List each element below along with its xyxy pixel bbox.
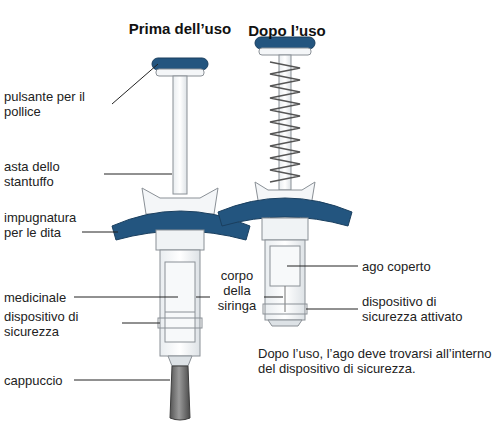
leader-lines bbox=[74, 64, 358, 380]
heading: Prima dell’uso bbox=[120, 20, 240, 37]
heading: Dopo l’uso bbox=[232, 22, 342, 39]
note: Dopo l’uso, l’ago deve trovarsi all’inte… bbox=[258, 346, 494, 376]
part-label: medicinale bbox=[4, 290, 74, 305]
part-label: pulsante per il pollice bbox=[4, 89, 110, 119]
part-label: asta dello stantuffo bbox=[4, 159, 102, 189]
part-label: ago coperto bbox=[362, 259, 482, 274]
syringe-before bbox=[112, 58, 250, 420]
part-label: dispositivo di sicurezza bbox=[4, 309, 120, 339]
part-label: dispositivo di sicurezza attivato bbox=[362, 294, 494, 324]
part-label: cappuccio bbox=[4, 373, 74, 388]
part-label: impugnatura per le dita bbox=[4, 210, 80, 240]
part-label: corpo della siringa bbox=[212, 268, 262, 313]
